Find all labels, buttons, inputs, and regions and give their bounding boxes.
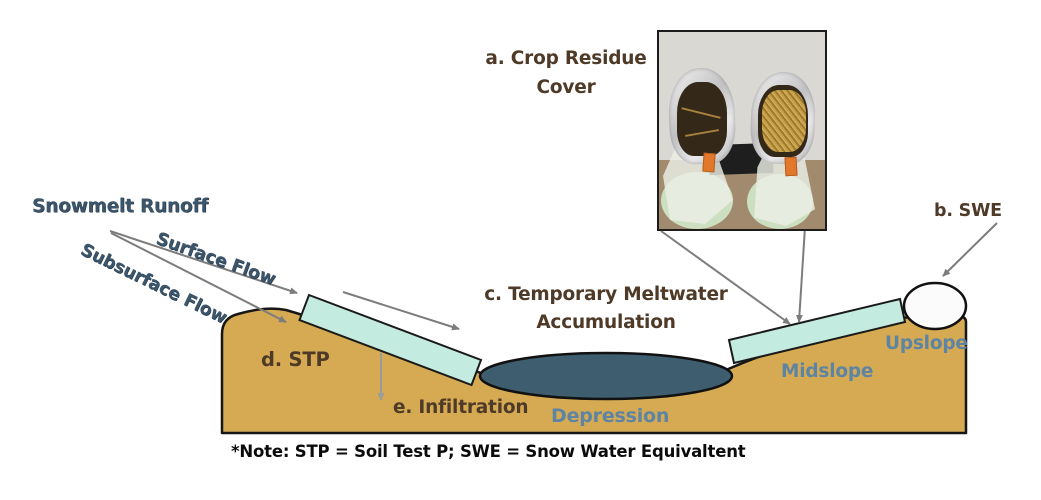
photo-bare-soil (677, 82, 727, 156)
subsurface-flow-arrow (110, 232, 287, 323)
upslope-label: Upslope (885, 333, 968, 354)
label-c-line1: c. Temporary Meltwater (484, 284, 728, 305)
depression-label: Depression (551, 405, 670, 427)
label-a-line2: Cover (536, 77, 596, 98)
snowpack-ellipse (902, 281, 968, 331)
midslope-label: Midslope (781, 361, 874, 382)
residue-strip-left (298, 293, 483, 387)
crop-residue-photo (657, 30, 827, 231)
label-a-line1: a. Crop Residue (485, 48, 647, 69)
residue-strip-right (727, 297, 907, 365)
surface-flow-arrow (109, 230, 298, 295)
downslope-flow-arrow (342, 291, 460, 331)
label-c-temporary-meltwater: c. Temporary Meltwater Accumulation (455, 281, 757, 337)
label-d-stp: d. STP (261, 348, 330, 371)
swe-pointer-arrow (942, 222, 998, 277)
photo-pointer-arrow-right (795, 226, 806, 323)
photo-orange-tag-left (702, 152, 716, 173)
photo-pointer-arrow-left (660, 230, 791, 325)
label-c-line2: Accumulation (536, 312, 676, 333)
label-a-crop-residue-cover: a. Crop Residue Cover (460, 44, 672, 102)
snowmelt-runoff-label: Snowmelt Runoff (32, 196, 209, 217)
label-b-swe: b. SWE (934, 201, 1002, 221)
photo-straw-cover (762, 90, 806, 152)
label-e-infiltration: e. Infiltration (393, 397, 529, 418)
meltwater-pond (478, 351, 734, 401)
footnote: *Note: STP = Soil Test P; SWE = Snow Wat… (231, 442, 746, 461)
photo-orange-tag-right (784, 156, 798, 177)
